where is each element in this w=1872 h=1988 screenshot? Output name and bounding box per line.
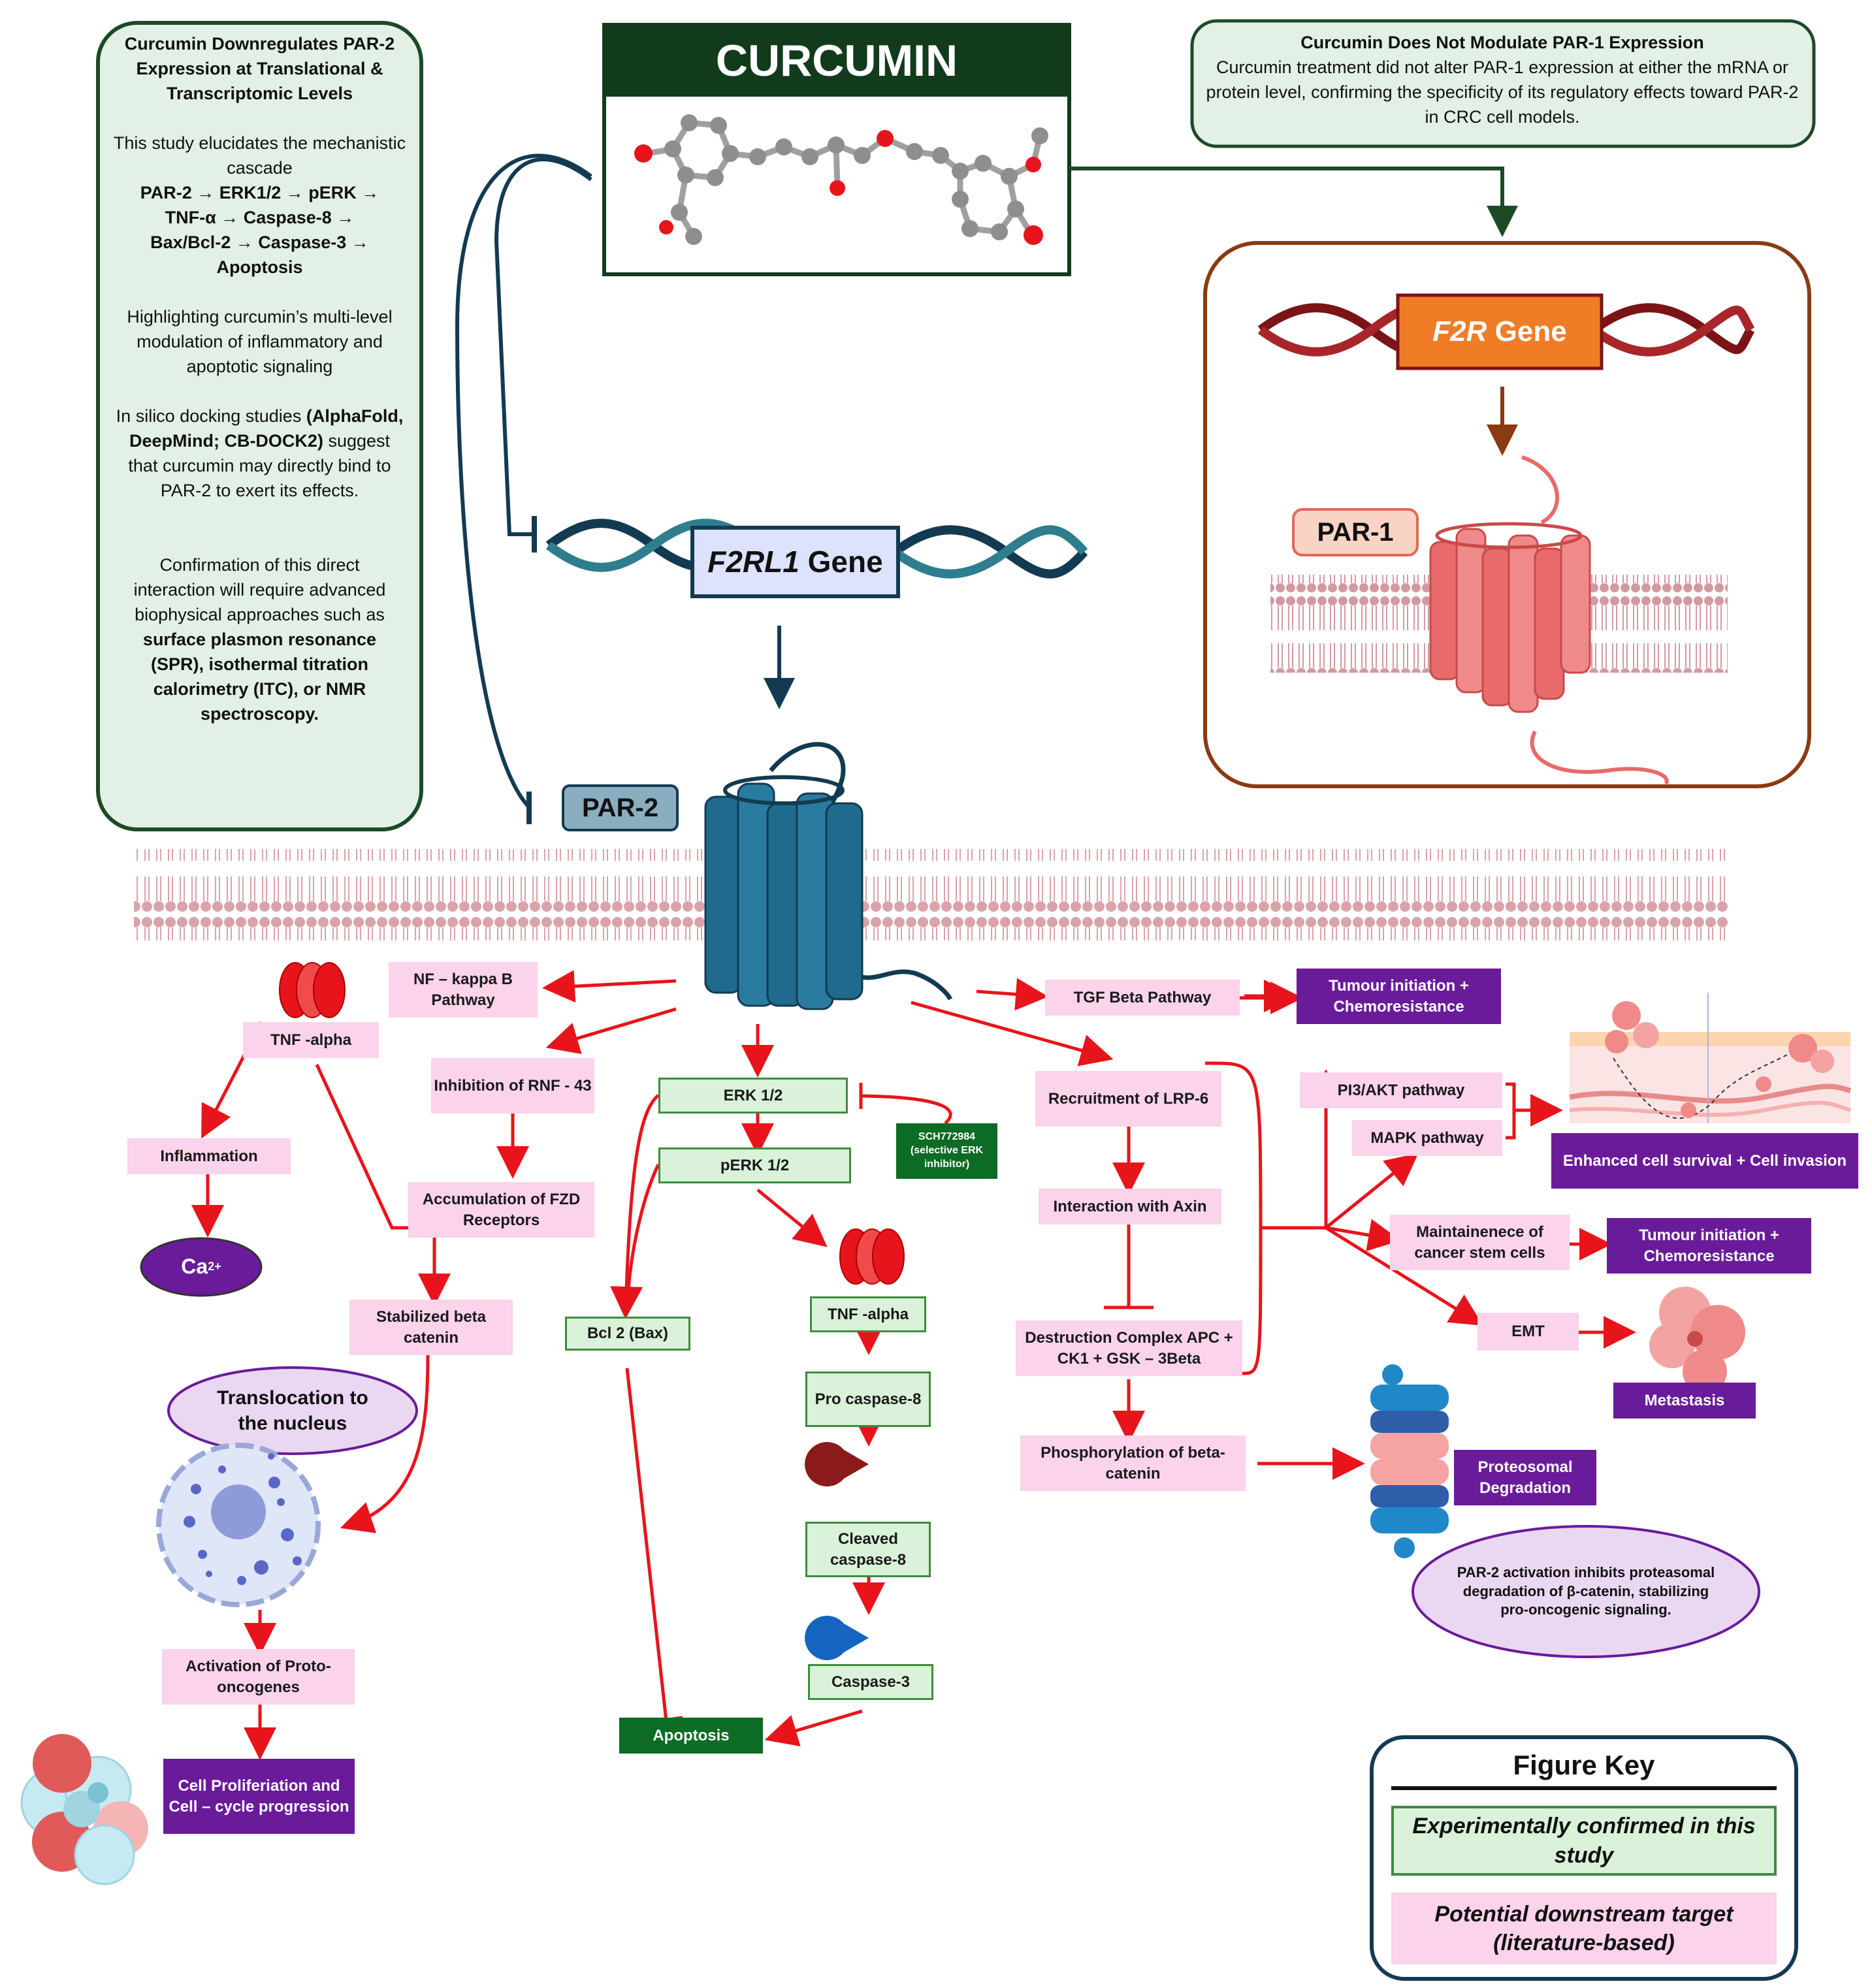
tgf-beta-pathway: TGF Beta Pathway xyxy=(1045,980,1240,1016)
curcumin-title: CURCUMIN xyxy=(715,35,958,86)
tumour-initiation-stem: Tumour initiation + Chemoresistance xyxy=(1607,1218,1811,1274)
figure-key-title: Figure Key xyxy=(1513,1749,1655,1780)
caspase3: Caspase-3 xyxy=(808,1664,933,1700)
confirmation-methods: surface plasmon resonance (SPR), isother… xyxy=(142,630,377,724)
beta-catenin-phosphorylation: Phosphorylation of beta-catenin xyxy=(1020,1435,1246,1491)
left-panel-frame xyxy=(96,21,423,831)
f2rl1-dna-icon xyxy=(545,519,1088,579)
docking-text: In silico docking studies (AlphaFold, De… xyxy=(108,404,412,503)
calcium-ellipse xyxy=(140,1237,263,1297)
tissue-invasion-icon xyxy=(1569,993,1852,1123)
nucleus-icon xyxy=(156,1443,321,1607)
sch772984-inhibitor: SCH772984 (selective ERK inhibitor) xyxy=(896,1123,997,1179)
caspase8-icon xyxy=(805,1441,869,1486)
f2rl1-gene-box xyxy=(690,526,900,598)
confirmation-lead: Confirmation of this direct interaction … xyxy=(133,555,386,624)
key-confirmed: Experimentally confirmed in this study xyxy=(1391,1806,1777,1876)
par1-panel-title: Curcumin Does Not Modulate PAR-1 Express… xyxy=(1300,33,1704,52)
perk12: pERK 1/2 xyxy=(658,1147,851,1183)
multilevel-text: Highlighting curcumin’s multi-level modu… xyxy=(127,307,393,376)
f2r-gene-symbol: F2R xyxy=(1432,315,1487,348)
stabilized-beta-catenin: Stabilized beta catenin xyxy=(349,1300,513,1355)
left-panel: Curcumin Downregulates PAR-2 Expression … xyxy=(108,31,412,822)
erk12: ERK 1/2 xyxy=(658,1078,848,1114)
tnf-trimer-icon-mid xyxy=(839,1228,905,1285)
par2-label-box xyxy=(562,784,679,831)
f2rl1-gene-label: F2RL1 Gene xyxy=(692,528,898,596)
tnf-alpha-left: TNF -alpha xyxy=(243,1022,379,1058)
fzd-accumulation: Accumulation of FZD Receptors xyxy=(408,1182,594,1238)
cancer-stem-cells: Maintainenece of cancer stem cells xyxy=(1390,1215,1570,1270)
key-potential: Potential downstream target (literature-… xyxy=(1391,1893,1777,1964)
par2-label: PAR-2 xyxy=(581,794,659,822)
par1-receptor-icon xyxy=(1429,455,1669,786)
par1-label-box xyxy=(1292,508,1419,556)
left-panel-title: Curcumin Downregulates PAR-2 Expression … xyxy=(124,34,395,103)
main-membrane xyxy=(134,849,1728,940)
par1-label: PAR-1 xyxy=(1317,518,1394,547)
f2r-gene-suffix: Gene xyxy=(1487,315,1567,348)
lrp6-recruitment: Recruitment of LRP-6 xyxy=(1035,1071,1221,1127)
par1-panel-body: Curcumin treatment did not alter PAR-1 e… xyxy=(1206,57,1799,127)
pro-caspase8: Pro caspase-8 xyxy=(805,1371,931,1427)
caspase3-icon xyxy=(805,1616,869,1660)
curcumin-header xyxy=(604,25,1069,97)
cell-cluster-icon xyxy=(20,1734,148,1885)
calcium-charge: 2+ xyxy=(208,1260,221,1274)
proteasomal-degradation: Proteosomal Degradation xyxy=(1454,1450,1596,1505)
cascade-intro: This study elucidates the mechanistic ca… xyxy=(113,133,406,178)
bcl2-bax: Bcl 2 (Bax) xyxy=(565,1317,690,1351)
proteasome-icon xyxy=(1370,1364,1449,1558)
translocation-ellipse xyxy=(167,1366,418,1455)
f2r-gene-label: F2R Gene xyxy=(1398,295,1602,368)
par2-note-label: PAR-2 activation inhibits proteasomal de… xyxy=(1457,1564,1715,1618)
mapk-pathway: MAPK pathway xyxy=(1352,1120,1502,1156)
tnf-trimer-icon-left xyxy=(279,962,346,1018)
docking-result: suggest that curcumin may directly bind … xyxy=(128,431,391,500)
proto-oncogenes: Activation of Proto-oncogenes xyxy=(162,1649,355,1705)
par2-receptor-icon xyxy=(704,742,953,1010)
f2r-gene-box xyxy=(1396,293,1604,370)
metastasis: Metastasis xyxy=(1613,1383,1756,1419)
right-top-panel: Curcumin Does Not Modulate PAR-1 Express… xyxy=(1202,30,1803,141)
apoptosis: Apoptosis xyxy=(619,1718,763,1754)
docking-tools: (AlphaFold, DeepMind; CB-DOCK2) xyxy=(129,406,404,451)
calcium-symbol: Ca xyxy=(181,1255,208,1279)
rnf43-inhibition: Inhibition of RNF - 43 xyxy=(431,1058,594,1114)
curcumin-molecule-icon xyxy=(634,114,1048,245)
tnf-alpha-mid: TNF -alpha xyxy=(810,1296,926,1332)
docking-lead: In silico docking studies xyxy=(116,406,302,426)
cell-proliferation: Cell Proliferiation and Cell – cycle pro… xyxy=(163,1759,355,1834)
f2rl1-gene-symbol: F2RL1 xyxy=(707,544,799,579)
pi3k-akt-pathway: PI3/AKT pathway xyxy=(1300,1072,1502,1108)
right-top-panel-frame xyxy=(1190,19,1816,148)
f2rl1-gene-suffix: Gene xyxy=(799,544,883,579)
emt: EMT xyxy=(1477,1313,1579,1351)
nfkb-pathway: NF – kappa B Pathway xyxy=(389,962,538,1018)
cleaved-caspase8: Cleaved caspase-8 xyxy=(805,1522,931,1577)
inflammation: Inflammation xyxy=(127,1138,291,1174)
translocation-label: Translocation to the nucleus xyxy=(217,1387,368,1434)
cascade-text: PAR-2 → ERK1/2 → pERK → TNF-α → Caspase-… xyxy=(140,183,379,277)
par2-note-ellipse xyxy=(1412,1525,1760,1658)
destruction-complex: Destruction Complex APC + CK1 + GSK – 3B… xyxy=(1016,1321,1242,1376)
axin-interaction: Interaction with Axin xyxy=(1039,1189,1221,1225)
confirmation-text: Confirmation of this direct interaction … xyxy=(108,553,412,726)
tumour-initiation-tgf: Tumour initiation + Chemoresistance xyxy=(1297,969,1501,1024)
enhanced-survival: Enhanced cell survival + Cell invasion xyxy=(1551,1133,1858,1189)
